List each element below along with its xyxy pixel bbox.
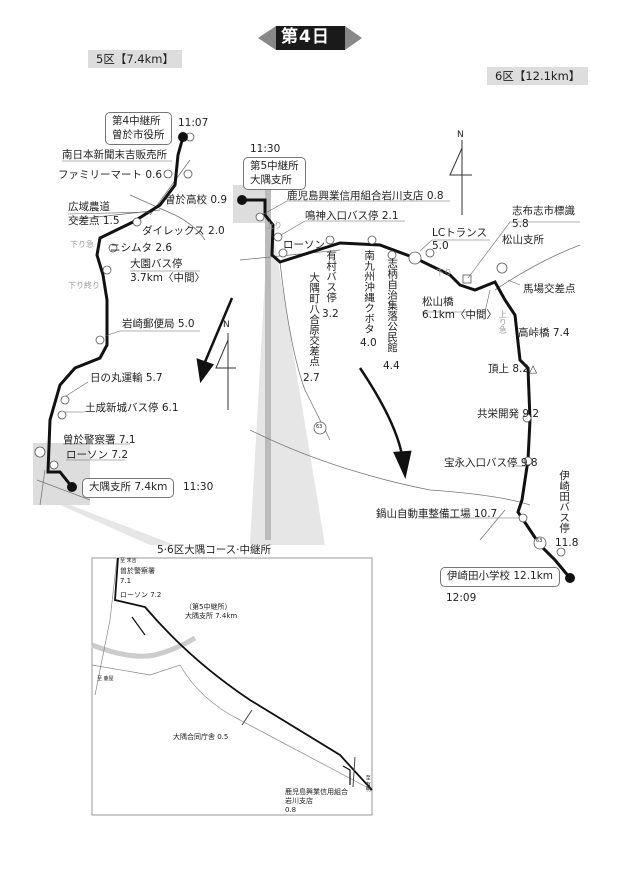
route-number: 10 — [411, 253, 418, 259]
point-distance: 4.0 — [360, 337, 377, 349]
point-label: ダイレックス 2.0 — [142, 225, 225, 237]
section-6-header: 6区【12.1km】 — [487, 67, 589, 85]
point-distance: 4.4 — [383, 360, 400, 372]
finish-time-5: 11:30 — [183, 481, 214, 493]
point-label: 5.8 — [512, 218, 529, 230]
point-label: 日の丸運輸 5.7 — [90, 372, 163, 384]
point-markers — [34, 132, 566, 557]
finish-time-6: 12:09 — [446, 592, 477, 604]
zoom-wedge-left — [60, 505, 175, 545]
point-label: ローソン — [283, 239, 325, 251]
slope-label: 上り急 — [498, 310, 508, 334]
point-distance: 11.8 — [555, 537, 579, 549]
point-label: 広域農道 — [68, 201, 110, 213]
point-label: 岩崎郵便局 5.0 — [122, 318, 195, 330]
inset-point-label: 大隅合同庁舎 0.5 — [173, 733, 229, 741]
route-section-6 — [242, 198, 572, 579]
relay-box-4: 第4中継所 曽於市役所 — [105, 112, 172, 146]
point-label: 鹿児島興業信用組合岩川支店 0.8 — [287, 190, 444, 202]
direction-label: 至 末吉 — [120, 558, 137, 564]
point-label: 南九州沖縄クボタ — [363, 250, 376, 334]
point-label: 曽於警察署 7.1 — [63, 434, 136, 446]
inset-point-label: ローソン 7.2 — [120, 591, 162, 599]
route-number: 63 — [536, 538, 543, 544]
start-time-5: 11:07 — [178, 117, 209, 129]
relay-place: 大隅支所 — [250, 173, 292, 186]
point-label: 南日本新聞末吉販売所 — [62, 149, 167, 161]
inset-relay-label: （第5中継所） — [185, 603, 232, 611]
point-label: 5.0 — [432, 240, 449, 252]
point-label: 曽於高校 0.9 — [165, 194, 228, 206]
slope-label: 下り急 — [70, 240, 94, 249]
point-label: 有村バス停 — [325, 250, 338, 303]
point-distance: 3.2 — [322, 308, 339, 320]
relay-name: 第4中継所 — [112, 115, 161, 127]
finish-box-5: 大隅支所 7.4km — [82, 478, 175, 498]
finish-box-6: 伊崎田小学校 12.1km — [440, 567, 561, 587]
inset-title: 5·6区大隅コース·中継所 — [157, 544, 272, 556]
north-arrow-icon — [215, 140, 472, 410]
slope-label: 下り — [436, 268, 452, 277]
point-label: 松山橋 — [422, 296, 454, 308]
point-label: ニシムタ 2.6 — [110, 242, 173, 254]
inset-point-label: 曽於警察署 — [120, 567, 155, 575]
side-roads — [36, 159, 581, 541]
north-label: N — [457, 130, 464, 140]
point-label: 鳴神入口バス停 2.1 — [305, 210, 399, 222]
point-label: LCトランス — [432, 227, 487, 239]
point-label: 大隅町八合原交差点 — [308, 272, 321, 367]
start-finish-dots — [67, 132, 575, 583]
point-distance: 2.7 — [303, 372, 320, 384]
relay-box-5: 第5中継所 大隅支所 — [243, 157, 306, 191]
point-label: 土成新城バス停 6.1 — [85, 402, 179, 414]
point-label: 大園バス停 — [130, 258, 183, 270]
direction-arrow-icon — [196, 297, 412, 479]
point-label: ローソン 7.2 — [66, 449, 129, 461]
point-label: 6.1km〈中間〉 — [422, 309, 498, 321]
start-time-6: 11:30 — [250, 143, 281, 155]
point-label: 頂上 8.2△ — [488, 363, 538, 375]
point-label: 馬場交差点 — [523, 283, 576, 295]
section-5-header: 5区【7.4km】 — [88, 50, 182, 68]
point-label: 志柄自治集落公民館 — [386, 258, 399, 353]
inset-point-distance: 7.1 — [120, 577, 132, 585]
point-label: 松山支所 — [502, 234, 544, 246]
point-label: 高峠橋 7.4 — [518, 327, 570, 339]
inset-point-label: 鹿児島興業信用組合 — [285, 788, 348, 796]
point-label: 伊崎田バス停 — [558, 470, 571, 533]
point-label: 3.7km〈中間〉 — [130, 272, 206, 284]
day-title: 第4日 — [281, 27, 330, 47]
inset-roads — [91, 557, 373, 791]
slope-label: 下り終り — [68, 281, 100, 290]
point-label: ファミリーマート 0.6 — [58, 169, 163, 181]
day-banner — [258, 26, 362, 50]
point-label: 交差点 1.5 — [68, 215, 120, 227]
label-leaders — [62, 160, 580, 519]
inset-point-label: 岩川支店 — [285, 797, 313, 805]
route-section-5 — [46, 136, 185, 488]
north-label: N — [223, 320, 230, 330]
direction-label: 至 有明 — [364, 775, 371, 792]
slope-label: 上り — [266, 221, 282, 230]
relay-place: 曽於市役所 — [112, 128, 165, 141]
direction-label: 至 鹿屋 — [97, 676, 114, 682]
relay-name: 第5中継所 — [250, 160, 299, 172]
point-label: 宝永入口バス停 9.8 — [444, 457, 538, 469]
point-label: 鍋山自動車整備工場 10.7 — [376, 508, 498, 520]
point-label: 共栄開発 9.2 — [477, 408, 540, 420]
route-number: 63 — [316, 424, 323, 430]
inset-point-distance: 0.8 — [285, 806, 297, 814]
inset-relay-label: 大隅支所 7.4km — [185, 612, 238, 620]
point-label: 志布志市標識 — [512, 205, 575, 217]
route-shield-icon — [313, 251, 547, 550]
